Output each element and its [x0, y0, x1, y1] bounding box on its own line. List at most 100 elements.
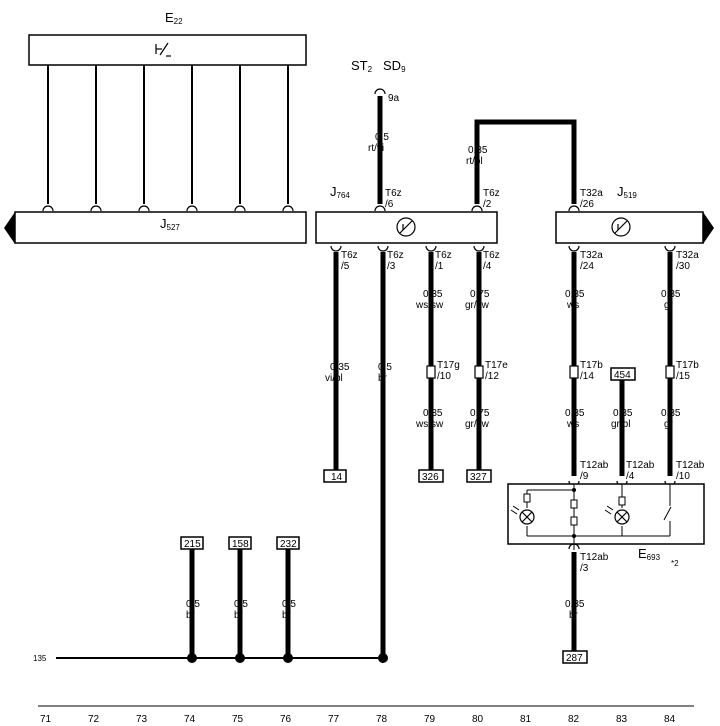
switch-symbol-icon [155, 42, 171, 57]
wire-color: br [282, 610, 292, 621]
label-j519: J519 [617, 184, 637, 200]
wire-color: rt/bl [466, 156, 483, 167]
e693-junctions [572, 488, 576, 538]
ruler-number: 71 [40, 714, 52, 725]
ref-158-text: 158 [232, 539, 249, 550]
wire-size: 0.5 [378, 362, 392, 373]
ref-327-text: 327 [470, 472, 487, 483]
label-e22: E22 [165, 10, 183, 26]
component-e693: E693 *2 [507, 483, 705, 568]
ref-287-text: 287 [566, 653, 583, 664]
wire-size: 0.35 [423, 289, 443, 300]
j527-box [14, 211, 307, 244]
pin-j764-4: T6z/4 [483, 250, 500, 272]
left-continuation-arrow-icon [4, 212, 15, 244]
wire-size: 0.5 [234, 599, 248, 610]
wire-size: 0.75 [470, 408, 490, 419]
ref-326-text: 326 [422, 472, 439, 483]
ruler-number: 73 [136, 714, 148, 725]
wire-size: 0.35 [661, 408, 681, 419]
e693-box [507, 483, 705, 545]
electronic-unit-icon [611, 217, 631, 237]
reference-boxes: 14 326 327 454 215 158 232 287 [180, 367, 636, 664]
pin-t17g10: T17g/10 [437, 360, 460, 382]
pin-j764-2: T6z/2 [483, 188, 500, 210]
e22-j527-lines [47, 65, 289, 204]
wire-color: ws/sw [415, 419, 444, 430]
pin-j519-26: T32a/26 [580, 188, 603, 210]
wire-color: gr [664, 300, 674, 311]
pin-t12ab-3: T12ab/3 [580, 552, 609, 574]
pin-j764-3: T6z/3 [387, 250, 404, 272]
wire-color: rt/vi [368, 143, 384, 154]
label-e693: E693 [638, 546, 661, 562]
ref-14 [323, 469, 347, 483]
light-rays-icon [510, 505, 614, 515]
bulb-icon [614, 509, 630, 525]
wire-size: 0.35 [565, 289, 585, 300]
pin-t17e12: T17e/12 [485, 360, 508, 382]
ruler-number: 75 [232, 714, 244, 725]
wire-size: 0.5 [282, 599, 296, 610]
pin-t17b15: T17b/15 [676, 360, 699, 382]
ref-232-text: 232 [280, 539, 297, 550]
pin-t12ab-10: T12ab/10 [676, 460, 705, 482]
wire-color: br [569, 610, 579, 621]
ruler-number: 79 [424, 714, 436, 725]
wire-color: gr/sw [465, 419, 490, 430]
pin-j764-1: T6z/1 [435, 250, 452, 272]
j527-connector-arcs [42, 205, 294, 212]
wire-color: gr [664, 419, 674, 430]
wire-size: 0.35 [330, 362, 350, 373]
ref-215-text: 215 [184, 539, 201, 550]
ruler-number: 81 [520, 714, 532, 725]
pin-t12ab-9: T12ab/9 [580, 460, 609, 482]
sd-connector-arc [374, 88, 386, 95]
pin-j764-6: T6z/6 [385, 188, 402, 210]
label-st2: ST2 [351, 58, 373, 74]
component-j764: J764 T6z/6 T6z/2 T6z/5 T6z/3 T6z/1 T6z/4 [315, 184, 500, 272]
wire-color: gr/sw [465, 300, 490, 311]
wire-color: ws [566, 300, 579, 311]
wire-size: 0.5 [186, 599, 200, 610]
pin-t12ab-4: T12ab/4 [626, 460, 655, 482]
wire-size: 0.35 [661, 289, 681, 300]
e693-bottom-arc [568, 543, 580, 550]
ruler-number: 82 [568, 714, 580, 725]
wire-size: 0.35 [565, 408, 585, 419]
ruler-number: 83 [616, 714, 628, 725]
ground-line-label: 135 [33, 654, 47, 663]
ref-327 [466, 469, 492, 483]
ruler-number: 84 [664, 714, 676, 725]
wire-size: 0.35 [468, 145, 488, 156]
ruler-number: 78 [376, 714, 388, 725]
bulb-icon [519, 509, 535, 525]
ref-14-text: 14 [331, 472, 343, 483]
right-continuation-arrow-icon [703, 212, 714, 244]
component-e22: E22 [28, 10, 307, 66]
wire-color: ws/sw [415, 300, 444, 311]
component-j527: J527 [4, 211, 307, 244]
ref-326 [418, 469, 444, 483]
ruler-number: 80 [472, 714, 484, 725]
pin-j764-5: T6z/5 [341, 250, 358, 272]
wire-size: 0.35 [565, 599, 585, 610]
e693-internal-circuit [526, 484, 672, 550]
wire-color: br [234, 610, 244, 621]
pin-j519-30: T32a/30 [676, 250, 699, 272]
label-sd9: SD9 [383, 58, 406, 74]
wire-j764-j519 [474, 119, 577, 204]
ref-454-text: 454 [614, 370, 631, 381]
label-j527: J527 [160, 216, 180, 232]
fuse-st-sd: ST2 SD9 9a [351, 58, 406, 104]
pin-t17b14: T17b/14 [580, 360, 603, 382]
e22-box [28, 34, 307, 66]
wire-color: gr/bl [611, 419, 630, 430]
ruler-number: 77 [328, 714, 340, 725]
ruler-number: 76 [280, 714, 292, 725]
ruler-number: 74 [184, 714, 196, 725]
wire-size: 0.75 [470, 289, 490, 300]
e693-resistors [523, 493, 626, 526]
